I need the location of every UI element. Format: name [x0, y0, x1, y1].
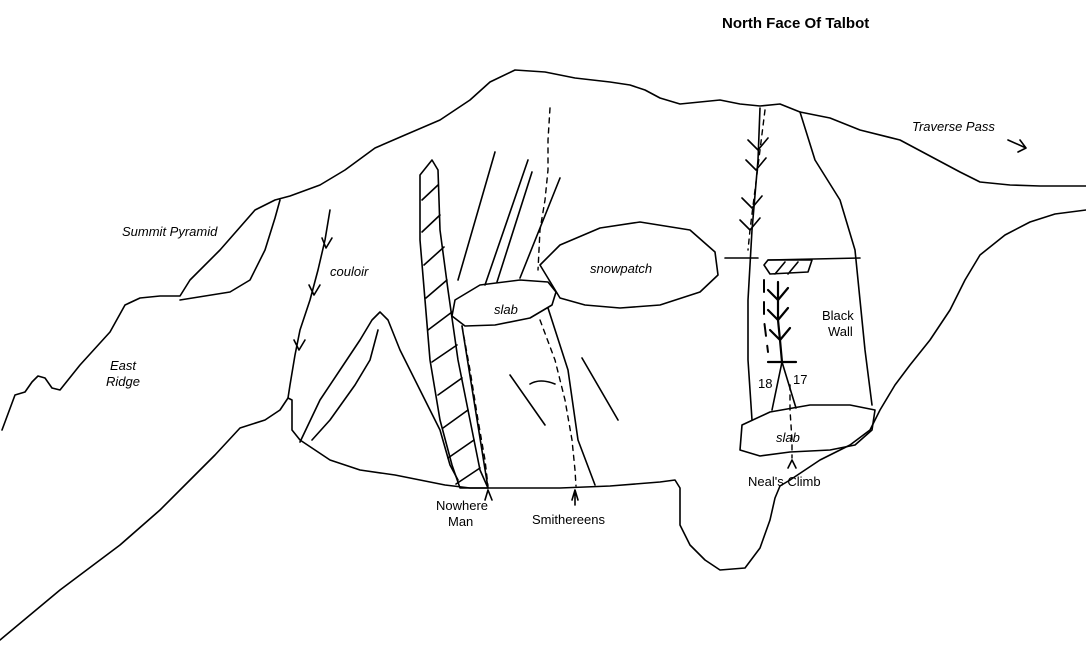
gully-lines	[457, 151, 561, 286]
label-slab-right: slab	[776, 430, 800, 445]
snowpatch	[539, 221, 719, 309]
label-snowpatch: snowpatch	[590, 261, 652, 276]
central-wall	[461, 307, 596, 489]
gully-dashed	[537, 107, 551, 271]
label-nowhere-man-1: Nowhere	[436, 498, 488, 513]
label-nowhere-man-2: Man	[448, 514, 473, 529]
couloir-arrow	[308, 284, 321, 296]
route-17-chevrons	[766, 286, 798, 364]
label-route-18: 18	[758, 376, 772, 391]
skyline-ridge	[1, 69, 1086, 431]
spire-inner	[311, 329, 379, 441]
ledge-hatch	[763, 259, 813, 275]
diagram-title: North Face Of Talbot	[722, 15, 869, 32]
neals-route	[789, 384, 793, 459]
couloir-arrow	[293, 339, 306, 351]
label-neals-climb: Neal's Climb	[748, 474, 821, 489]
hatch-lines	[421, 184, 481, 485]
couloir-arrow	[321, 237, 333, 249]
label-black-wall-1: Black	[822, 308, 854, 323]
nowhere-arrow	[484, 489, 493, 501]
traverse-arrow	[1007, 139, 1027, 153]
right-face	[747, 107, 873, 421]
nowhere-man-route	[461, 325, 489, 487]
east-ridge-slope	[0, 397, 791, 641]
route-17-line	[776, 280, 784, 364]
left-spire	[299, 311, 459, 481]
neals-arrow	[787, 459, 797, 469]
right-slab	[739, 404, 876, 457]
label-east-ridge-2: Ridge	[106, 374, 140, 389]
couloir-line	[287, 209, 331, 399]
smithereens-route	[539, 319, 577, 487]
label-slab-left: slab	[494, 302, 518, 317]
smithereens-arrow	[571, 489, 579, 506]
label-couloir: couloir	[330, 264, 369, 279]
route-split	[771, 361, 797, 411]
pyramid-lower-line	[179, 199, 281, 301]
label-summit-pyramid: Summit Pyramid	[122, 224, 218, 239]
upper-route	[747, 109, 766, 251]
crack-lines	[509, 357, 619, 426]
upper-route-chevrons	[739, 137, 769, 231]
label-traverse-pass: Traverse Pass	[912, 119, 995, 134]
left-slab	[451, 279, 557, 327]
label-smithereens: Smithereens	[532, 512, 605, 527]
label-east-ridge-1: East	[110, 358, 137, 373]
right-lower-slope	[789, 209, 1086, 481]
label-route-17: 17	[793, 372, 807, 387]
label-black-wall-2: Wall	[828, 324, 853, 339]
